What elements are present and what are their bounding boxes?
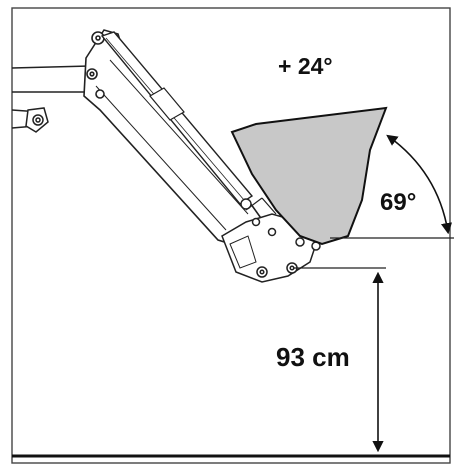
loader-boom-arm [83,29,270,249]
bucket-angle-label: 69° [380,189,416,216]
height-label: 93 cm [276,342,350,372]
diagram-frame [11,7,451,464]
hydraulic-cylinder [100,31,254,210]
bucket-linkage [221,197,321,283]
tilt-angle-label: + 24° [278,53,333,79]
bucket-shape [230,106,388,246]
tractor-frame [11,65,91,133]
bucket-angle-arc-arrow [386,134,453,235]
